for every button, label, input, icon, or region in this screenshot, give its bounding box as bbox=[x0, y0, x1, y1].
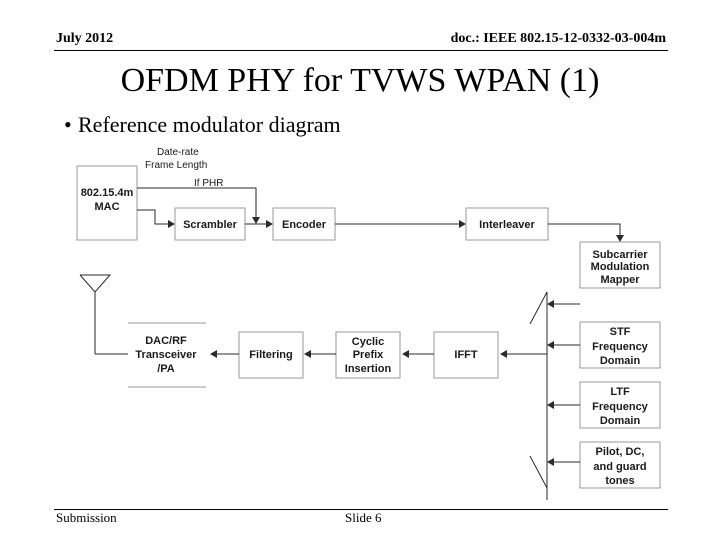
encoder-label: Encoder bbox=[282, 219, 327, 231]
cp-label-line1: Cyclic bbox=[352, 336, 384, 348]
scrambler-label: Scrambler bbox=[183, 219, 238, 231]
cp-label-line3: Insertion bbox=[345, 363, 392, 375]
ltf-label-line3: Domain bbox=[600, 415, 641, 427]
ltf-label-line2: Frequency bbox=[592, 401, 649, 413]
subcarrier-mapper-block: Subcarrier Modulation Mapper bbox=[579, 241, 661, 289]
antenna-icon bbox=[79, 274, 128, 355]
pilot-to-bus-wire bbox=[547, 458, 580, 466]
mac-to-scrambler-wire bbox=[137, 209, 175, 228]
ltf-to-bus-wire bbox=[547, 401, 580, 409]
stf-label-line2: Frequency bbox=[592, 341, 649, 353]
footer-slide-number: Slide 6 bbox=[345, 510, 382, 525]
interleaver-label: Interleaver bbox=[479, 219, 535, 231]
ifft-block: IFFT bbox=[433, 331, 499, 379]
stf-label-line1: STF bbox=[610, 326, 631, 338]
encoder-to-interleaver-wire bbox=[335, 220, 466, 228]
mapper-to-bus-wire bbox=[547, 300, 580, 308]
mapper-label-line1: Subcarrier bbox=[592, 249, 648, 261]
bus-to-ifft-wire bbox=[500, 350, 547, 358]
filtering-block: Filtering bbox=[238, 331, 304, 379]
dac-label-line3: /PA bbox=[157, 363, 175, 375]
slide-title: OFDM PHY for TVWS WPAN (1) bbox=[120, 62, 600, 99]
bullet-dot-icon: • bbox=[64, 112, 72, 137]
ifft-label: IFFT bbox=[454, 349, 477, 361]
mapper-label-line3: Mapper bbox=[600, 274, 640, 286]
scrambler-to-encoder-wire bbox=[245, 220, 273, 228]
control-wire bbox=[137, 187, 260, 224]
pilot-label-line1: Pilot, DC, bbox=[596, 446, 645, 458]
footer-submission: Submission bbox=[56, 510, 117, 525]
header-doc-id: doc.: IEEE 802.15-12-0332-03-004m bbox=[450, 31, 666, 46]
header-rule bbox=[54, 50, 668, 51]
stf-to-bus-wire bbox=[547, 341, 580, 349]
footer-rule bbox=[54, 509, 668, 510]
scrambler-block: Scrambler bbox=[174, 207, 246, 241]
stf-block: STF Frequency Domain bbox=[579, 321, 661, 369]
annotation-frame-length: Frame Length bbox=[145, 160, 207, 171]
pilot-block: Pilot, DC, and guard tones bbox=[579, 441, 661, 489]
mac-label-line1: 802.15.4m bbox=[81, 187, 134, 199]
header-date: July 2012 bbox=[56, 31, 114, 46]
bullet-item: •Reference modulator diagram bbox=[64, 112, 341, 138]
multiplex-bus bbox=[529, 291, 548, 500]
pilot-label-line3: tones bbox=[605, 475, 634, 487]
ltf-label-line1: LTF bbox=[610, 386, 630, 398]
interleaver-block: Interleaver bbox=[465, 207, 549, 241]
mac-block: 802.15.4m MAC bbox=[76, 165, 138, 241]
cp-label-line2: Prefix bbox=[353, 349, 384, 361]
ifft-to-cp-wire bbox=[402, 350, 434, 358]
filtering-label: Filtering bbox=[249, 349, 292, 361]
stf-label-line3: Domain bbox=[600, 355, 641, 367]
dac-rf-block: DAC/RF Transceiver /PA bbox=[128, 322, 206, 388]
ltf-block: LTF Frequency Domain bbox=[579, 381, 661, 429]
cyclic-prefix-block: Cyclic Prefix Insertion bbox=[335, 331, 401, 379]
cp-to-filtering-wire bbox=[304, 350, 336, 358]
interleaver-to-mapper-wire bbox=[548, 223, 624, 242]
bullet-text: Reference modulator diagram bbox=[78, 112, 341, 137]
mac-label-line2: MAC bbox=[94, 201, 119, 213]
annotation-date-rate: Date-rate bbox=[157, 147, 199, 158]
encoder-block: Encoder bbox=[272, 207, 336, 241]
dac-label-line2: Transceiver bbox=[135, 349, 197, 361]
annotation-if-phr: If PHR bbox=[194, 178, 223, 189]
mapper-label-line2: Modulation bbox=[591, 261, 650, 273]
filtering-to-dac-wire bbox=[210, 350, 239, 358]
dac-label-line1: DAC/RF bbox=[145, 335, 187, 347]
pilot-label-line2: and guard bbox=[593, 461, 646, 473]
